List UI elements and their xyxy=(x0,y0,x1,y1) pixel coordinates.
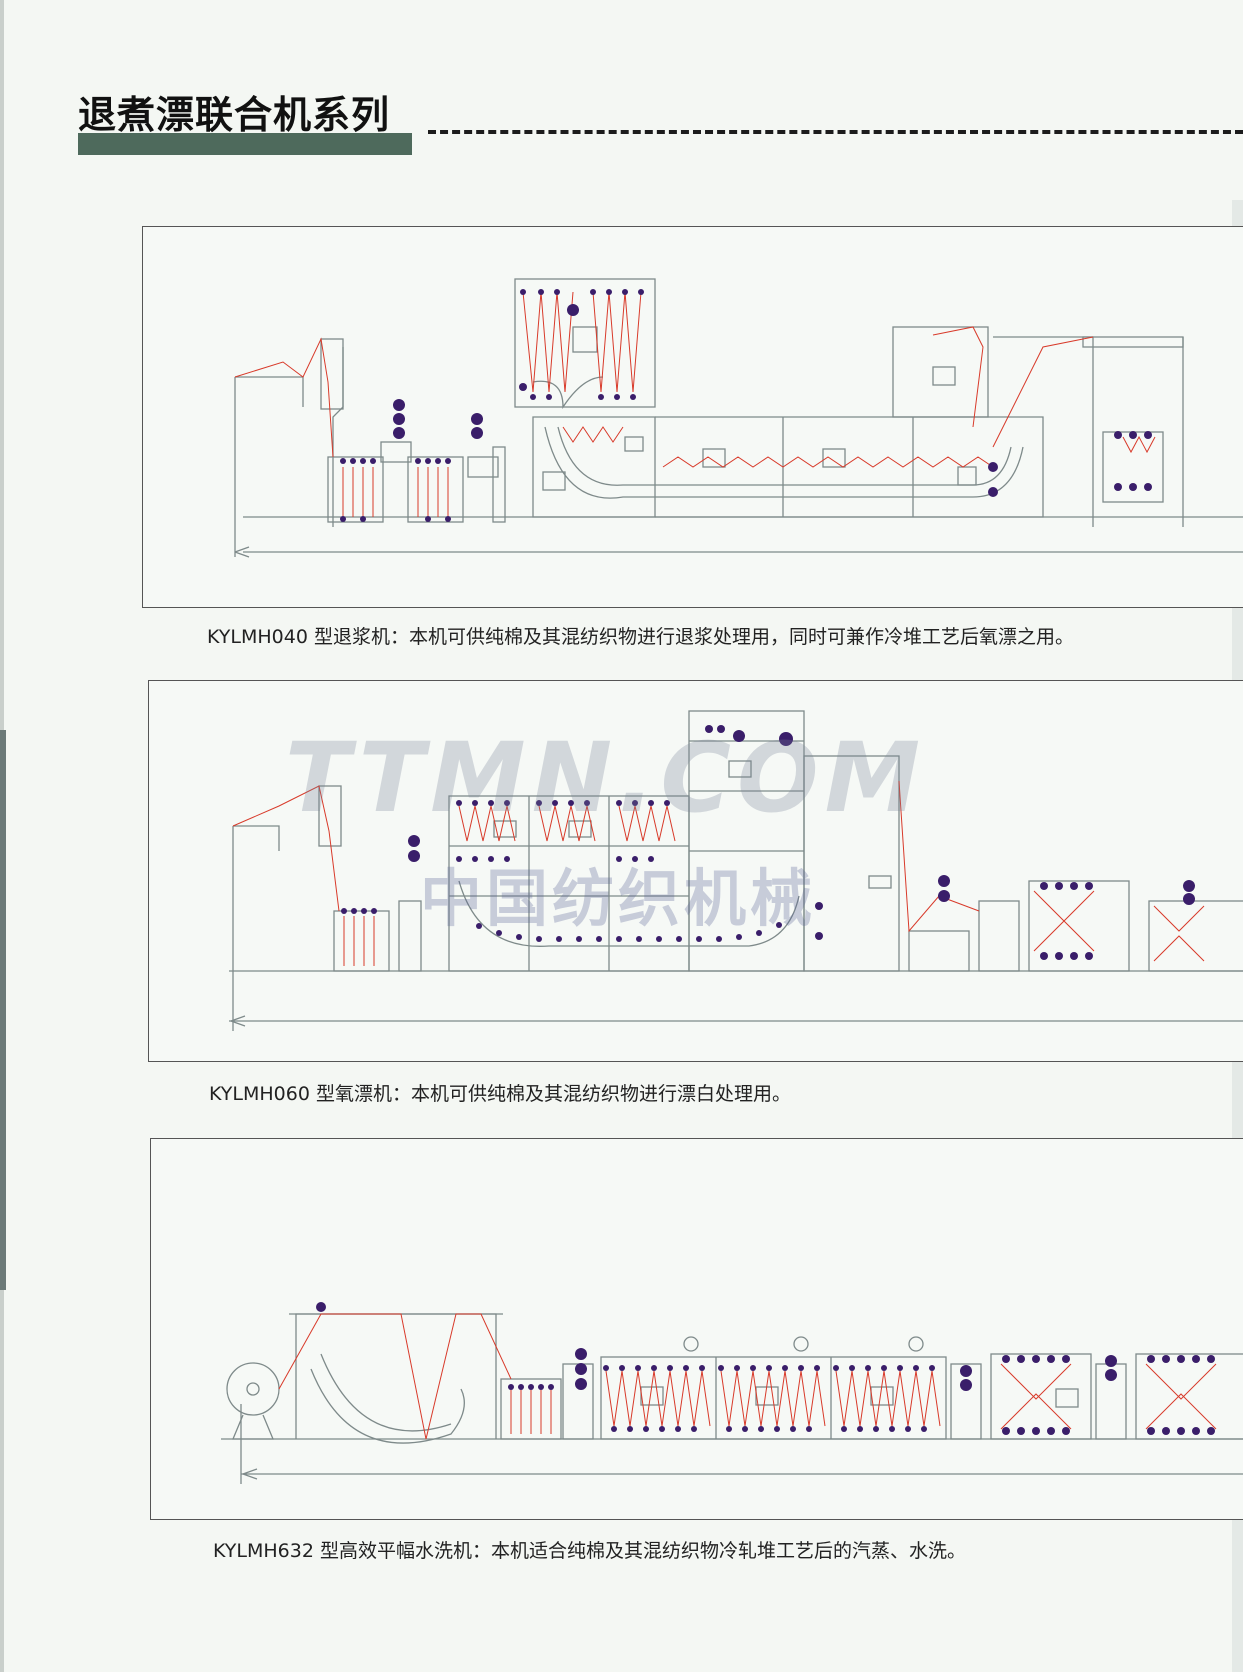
title-dashed-rule xyxy=(428,130,1243,134)
machine-diagram-kylmh632 xyxy=(150,1138,1243,1520)
page-title: 退煮漂联合机系列 xyxy=(78,93,391,137)
machine-diagram-kylmh040 xyxy=(142,226,1243,608)
caption-kylmh632: KYLMH632 型高效平幅水洗机：本机适合纯棉及其混纺织物冷轧堆工艺后的汽蒸、… xyxy=(213,1540,966,1562)
kylmh060-schematic xyxy=(229,710,1243,1031)
watermark-text-cn: 中国纺织机械 xyxy=(420,862,817,935)
title-underline-bar xyxy=(78,133,412,155)
caption-kylmh040: KYLMH040 型退浆机：本机可供纯棉及其混纺织物进行退浆处理用，同时可兼作冷… xyxy=(207,626,1074,648)
caption-kylmh060: KYLMH060 型氧漂机：本机可供纯棉及其混纺织物进行漂白处理用。 xyxy=(209,1083,791,1105)
kylmh040-schematic xyxy=(234,278,1243,558)
kylmh632-schematic xyxy=(221,1302,1243,1484)
machine-diagram-kylmh060 xyxy=(148,680,1243,1062)
page-edge-binding xyxy=(0,730,6,1290)
watermark-text: TTMN.COM xyxy=(285,722,927,834)
